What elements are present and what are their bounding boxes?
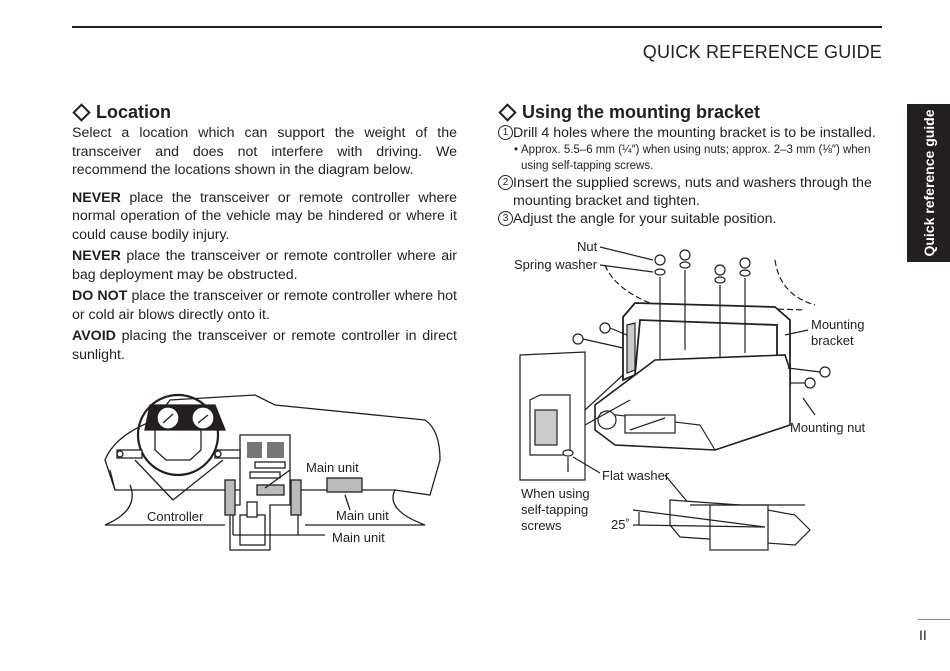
label-nut: Nut [577,239,598,254]
label-mounting-nut: Mounting nut [790,420,866,435]
warning-item: NEVER place the transceiver or remote co… [72,189,457,243]
mounting-heading: Using the mounting bracket [498,101,884,123]
location-section: Location Select a location which can sup… [72,101,457,364]
label-self-tapping-2: self-tapping [521,502,588,517]
mounting-section: Using the mounting bracket 1 Drill 4 hol… [498,101,884,228]
label-self-tapping-1: When using [521,486,590,501]
label-main-unit-right: Main unit [336,508,389,523]
step-item: 1 Drill 4 holes where the mounting brack… [498,124,884,142]
label-self-tapping-3: screws [521,518,562,533]
page-header-title: QUICK REFERENCE GUIDE [642,42,882,62]
footer-rule [918,619,950,620]
step-number: 1 [498,125,513,140]
label-main-unit-center: Main unit [306,460,359,475]
warning-item: AVOID placing the transceiver or remote … [72,328,457,363]
label-main-unit-floor: Main unit [332,530,385,545]
side-tab: Quick reference guide [907,104,950,262]
label-angle: 25˚ [611,517,630,532]
location-intro: Select a location which can support the … [72,125,457,178]
label-mounting-bracket-2: bracket [811,333,854,348]
label-flat-washer: Flat washer [602,468,670,483]
diamond-icon [498,103,517,122]
label-mounting-bracket-1: Mounting [811,317,864,332]
header-rule [72,26,882,28]
label-spring-washer: Spring washer [514,257,598,272]
warning-item: DO NOT place the transceiver or remote c… [72,288,458,323]
step-number: 2 [498,175,513,190]
location-heading: Location [72,101,457,123]
label-controller: Controller [147,509,204,524]
step-number: 3 [498,211,513,226]
mounting-diagram: Nut Spring washer Mounting bracket Mount… [514,239,866,551]
page-number: II [919,627,927,643]
step-note: • Approx. 5.5–6 mm (¼″) when using nuts;… [514,144,871,172]
side-tab-label: Quick reference guide [920,109,937,257]
step-item: 3 Adjust the angle for your suitable pos… [498,210,884,228]
step-item: 2 Insert the supplied screws, nuts and w… [498,174,884,210]
warning-item: NEVER place the transceiver or remote co… [72,248,457,283]
dashboard-diagram: Controller Main unit Main unit Main unit [104,393,441,551]
diamond-icon [72,103,91,122]
